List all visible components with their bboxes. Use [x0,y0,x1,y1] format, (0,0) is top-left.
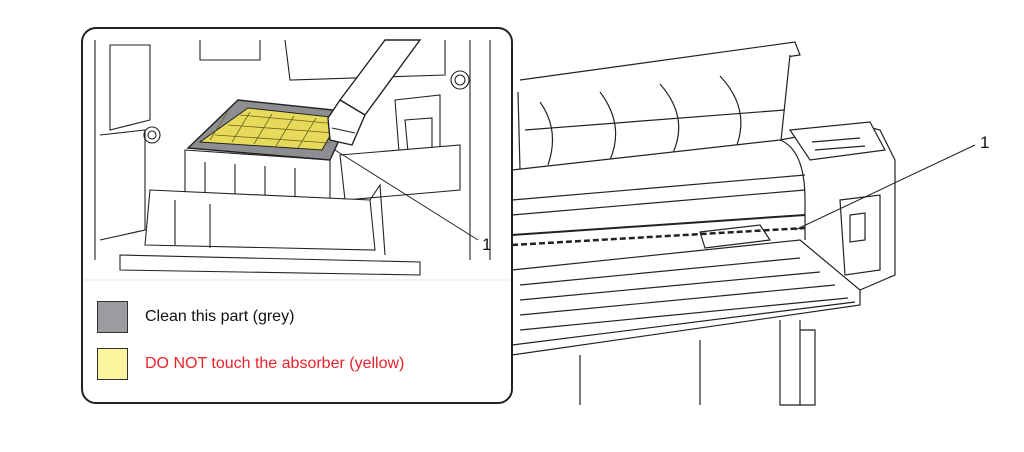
yellow-swatch [97,348,128,380]
printer-illustration [511,41,976,406]
legend-label-grey: Clean this part (grey) [145,308,295,325]
legend-label-yellow: DO NOT touch the absorber (yellow) [145,355,405,372]
callout-right-1: 1 [980,133,990,152]
legend-item-yellow: DO NOT touch the absorber (yellow) [97,348,404,380]
inset-panel [81,27,513,404]
legend-item-grey: Clean this part (grey) [97,301,294,333]
grey-swatch [97,301,128,333]
callout-left-1: 1 [482,235,492,254]
